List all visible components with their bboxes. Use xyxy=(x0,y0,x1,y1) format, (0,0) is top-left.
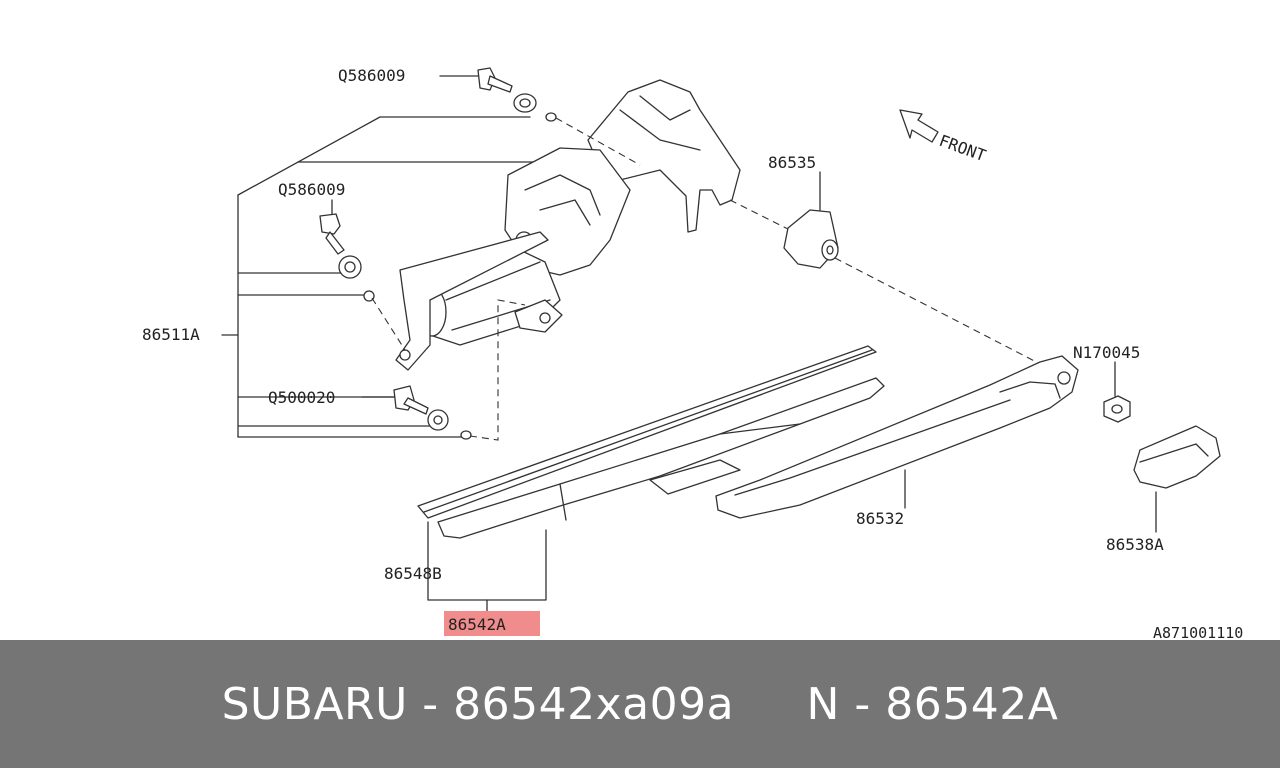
bracket-86511a xyxy=(221,116,561,438)
highlight-86542a xyxy=(444,611,540,636)
bolt-q500020 xyxy=(361,385,472,440)
label-q500020: Q500020 xyxy=(268,388,335,407)
label-86511a: 86511A xyxy=(142,325,200,344)
arm-cap-86538a xyxy=(1133,425,1221,533)
wiper-motor-assembly xyxy=(395,79,741,371)
cap-86535 xyxy=(783,171,839,269)
label-ref-code: A871001110 xyxy=(1153,624,1243,640)
label-86535: 86535 xyxy=(768,153,816,172)
label-86532: 86532 xyxy=(856,509,904,528)
label-86548b: 86548B xyxy=(384,564,442,583)
label-q586009-top: Q586009 xyxy=(338,66,405,85)
bolt-q586009-top xyxy=(439,67,557,122)
nut-n170045 xyxy=(1103,361,1131,423)
wiper-arm-86532 xyxy=(715,355,1079,519)
label-front: FRONT xyxy=(937,131,989,165)
parts-diagram: Q586009 Q586009 86511A Q500020 86535 FRO… xyxy=(142,66,1244,640)
part-number-text: SUBARU - 86542xa09a N - 86542A xyxy=(221,678,1059,730)
front-arrow xyxy=(899,109,939,143)
label-86542a: 86542A xyxy=(448,615,506,634)
label-group: Q586009 Q586009 86511A Q500020 86535 FRO… xyxy=(142,66,1243,640)
bolt-q586009-mid xyxy=(319,199,375,302)
part-number-banner: SUBARU - 86542xa09a N - 86542A xyxy=(0,640,1280,768)
label-q586009-mid: Q586009 xyxy=(278,180,345,199)
label-n170045: N170045 xyxy=(1073,343,1140,362)
label-86538a: 86538A xyxy=(1106,535,1164,554)
wiper-blade-86542a xyxy=(417,345,885,613)
